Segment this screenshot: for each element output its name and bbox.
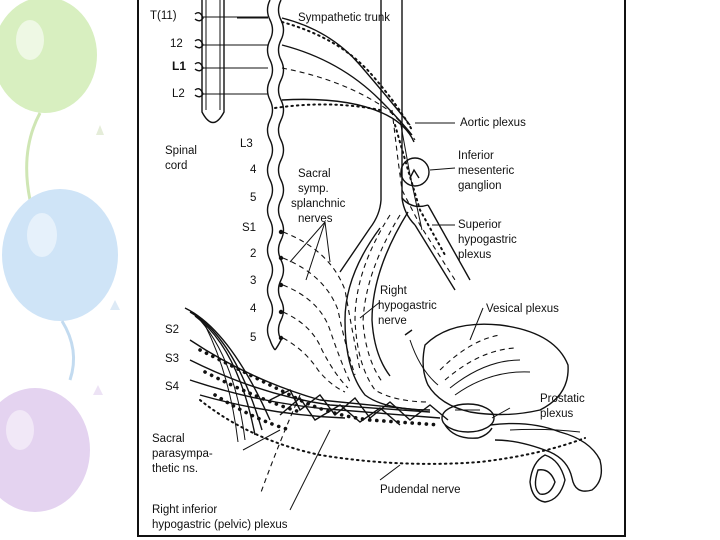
label-spinal: Spinal [165, 145, 197, 157]
label-right: Right [380, 285, 408, 297]
label-l2: L2 [172, 88, 185, 100]
aorta [339, 0, 471, 291]
inferior-mesenteric-ganglion [400, 157, 430, 187]
label-s3: S3 [165, 353, 179, 365]
balloon-blue-icon [2, 189, 118, 381]
label-pelvic-plexus: hypogastric (pelvic) plexus [152, 519, 288, 531]
label-superior: Superior [458, 219, 502, 231]
label-s4: S4 [165, 381, 180, 393]
label-nerve: nerve [378, 315, 407, 327]
rami-communicantes [203, 16, 268, 95]
label-s2: S2 [165, 324, 179, 336]
sacral-symp-pointers [289, 221, 331, 281]
label-sympathetic-trunk: Sympathetic trunk [298, 12, 390, 24]
label-5: 5 [250, 192, 256, 204]
sympathetic-trunk-chain [266, 0, 285, 351]
balloon-purple-icon [0, 388, 90, 512]
label-s-5: 5 [250, 332, 256, 344]
label-l1: L1 [172, 59, 186, 73]
label-sacral-symp-4: nerves [298, 213, 333, 225]
sacral-nerve-fan [184, 307, 441, 443]
label-4: 4 [250, 164, 257, 176]
urethra-penis [489, 422, 603, 503]
label-right-hypogastric: hypogastric [378, 300, 437, 312]
inferior-hypogastric-plexus [259, 389, 449, 496]
label-right-inferior: Right inferior [152, 504, 217, 516]
bladder [404, 323, 569, 416]
sacral-splanchnic-nerves [278, 229, 361, 393]
label-pudendal-nerve: Pudendal nerve [380, 484, 461, 496]
label-aortic-plexus: Aortic plexus [460, 117, 526, 129]
label-s1: S1 [242, 222, 256, 234]
label-parasym-1: Sacral [152, 433, 185, 445]
label-plexus: plexus [458, 249, 491, 261]
label-s-4: 4 [250, 303, 257, 315]
prostate [441, 403, 495, 439]
label-sacral-symp-1: Sacral [298, 168, 331, 180]
label-cord: cord [165, 160, 187, 172]
label-parasym-3: thetic ns. [152, 463, 198, 475]
label-ganglion: ganglion [458, 180, 501, 192]
label-vesical-plexus: Vesical plexus [486, 303, 559, 315]
pudendal-nerve [199, 399, 586, 465]
label-l3: L3 [240, 138, 253, 150]
label-sacral-symp-2: symp. [298, 183, 329, 195]
label-12: 12 [170, 38, 183, 50]
label-inferior: Inferior [458, 150, 494, 162]
label-s-3: 3 [250, 275, 256, 287]
sacral-parasympathetic-nerves [198, 348, 442, 432]
label-prostatic: Prostatic [540, 393, 585, 405]
label-hypogastric: hypogastric [458, 234, 517, 246]
label-t11: T(11) [150, 10, 177, 22]
label-prostatic-plexus: plexus [540, 408, 573, 420]
aortic-plexus-lines [391, 109, 456, 281]
label-sacral-symp-3: splanchnic [291, 198, 346, 210]
label-s-2: 2 [250, 248, 256, 260]
label-parasym-2: parasympa- [152, 448, 213, 460]
label-mesenteric: mesenteric [458, 165, 514, 177]
label-pointers [237, 17, 511, 511]
spinal-cord [201, 0, 225, 124]
right-hypogastric-nerve [344, 211, 431, 411]
